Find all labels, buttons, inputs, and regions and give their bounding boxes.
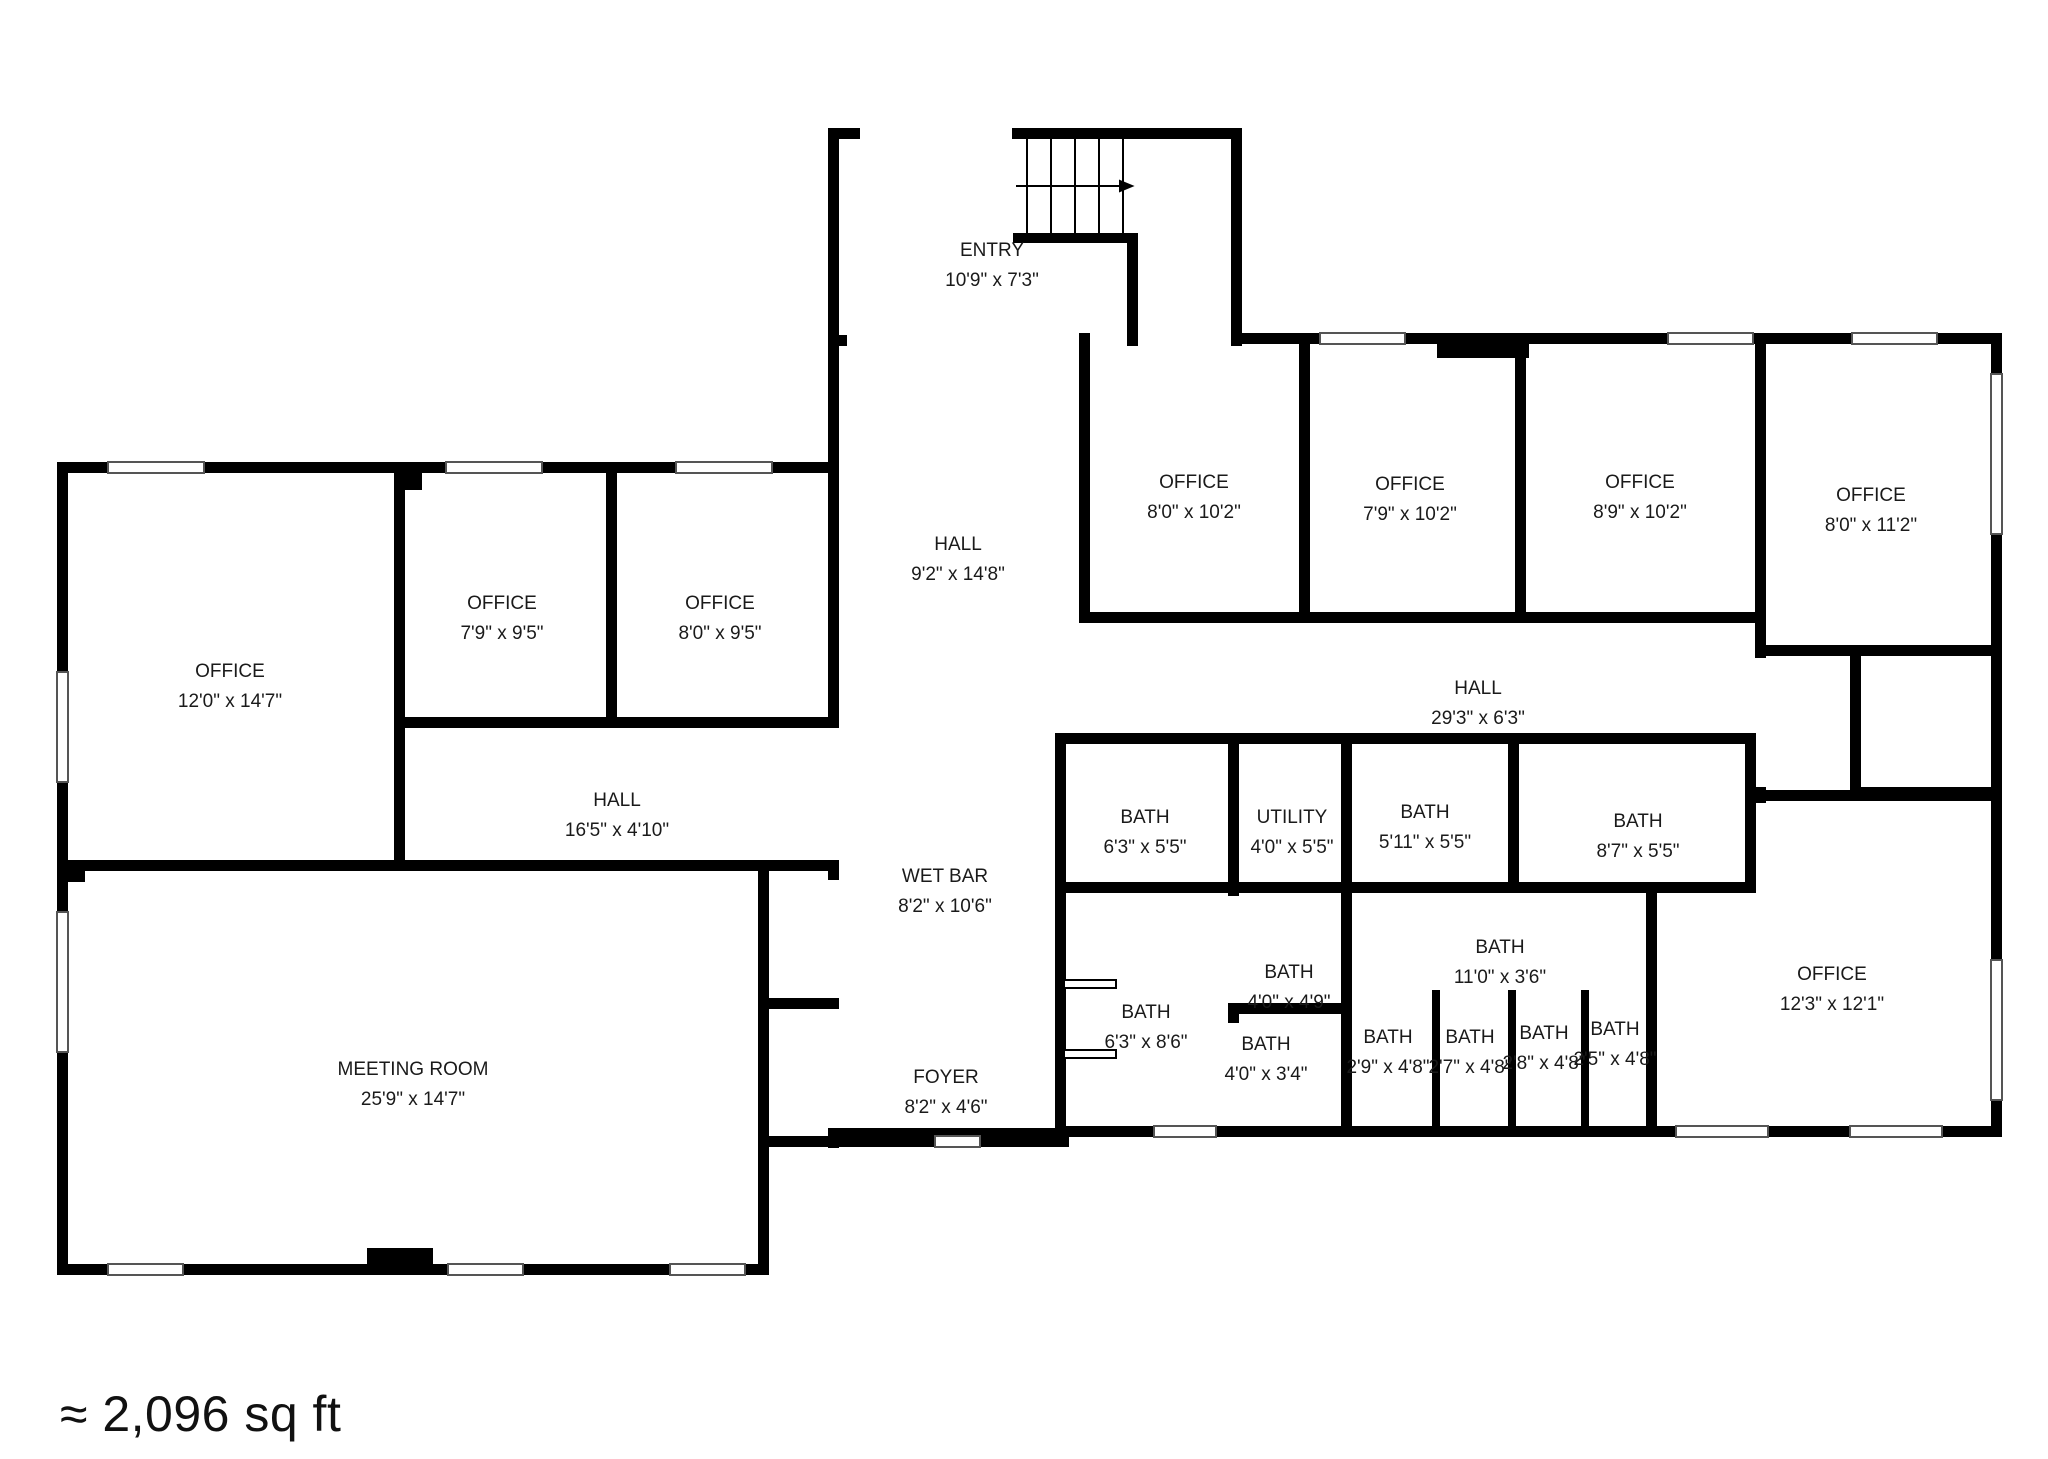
room-name: MEETING ROOM <box>338 1059 489 1080</box>
room-dims: 25'9" x 14'7" <box>361 1089 465 1110</box>
room-dims: 11'0" x 3'6" <box>1454 967 1546 988</box>
room-name: BATH <box>1400 802 1449 823</box>
room-name: BATH <box>1121 1002 1170 1023</box>
room-dims: 8'0" x 9'5" <box>678 623 761 644</box>
room-name: BATH <box>1519 1023 1568 1044</box>
room-dims: 8'0" x 10'2" <box>1147 502 1241 523</box>
room-name: HALL <box>1454 678 1502 699</box>
room-labels: ENTRY 10'9" x 7'3" HALL 9'2" x 14'8" OFF… <box>178 240 1917 1118</box>
room-dims: 4'0" x 5'5" <box>1250 837 1333 858</box>
room-name: BATH <box>1445 1027 1494 1048</box>
room-dims: 8'2" x 10'6" <box>898 896 992 917</box>
room-name: OFFICE <box>1836 485 1906 506</box>
room-dims: 10'9" x 7'3" <box>945 270 1039 291</box>
room-name: BATH <box>1241 1034 1290 1055</box>
room-name: HALL <box>934 534 982 555</box>
total-area-label: ≈ 2,096 sq ft <box>60 1386 342 1442</box>
room-name: UTILITY <box>1257 807 1328 828</box>
room-dims: 6'3" x 8'6" <box>1104 1032 1187 1053</box>
room-name: OFFICE <box>467 593 537 614</box>
windows <box>56 332 2003 1276</box>
room-name: OFFICE <box>1375 474 1445 495</box>
room-dims: 8'7" x 5'5" <box>1596 841 1679 862</box>
room-dims: 12'3" x 12'1" <box>1780 994 1884 1015</box>
room-dims: 8'9" x 10'2" <box>1593 502 1687 523</box>
room-name: HALL <box>593 790 641 811</box>
room-name: OFFICE <box>1797 964 1867 985</box>
stairs <box>1016 139 1135 233</box>
room-name: OFFICE <box>685 593 755 614</box>
room-dims: 8'0" x 11'2" <box>1825 515 1917 536</box>
room-name: BATH <box>1264 962 1313 983</box>
room-dims: 2'5" x 4'8" <box>1573 1049 1656 1070</box>
room-dims: 4'0" x 4'9" <box>1247 992 1330 1013</box>
room-dims: 7'9" x 10'2" <box>1363 504 1457 525</box>
room-dims: 8'2" x 4'6" <box>904 1097 987 1118</box>
room-dims: 12'0" x 14'7" <box>178 691 282 712</box>
room-dims: 2'7" x 4'8" <box>1428 1057 1511 1078</box>
room-dims: 7'9" x 9'5" <box>460 623 543 644</box>
room-name: BATH <box>1363 1027 1412 1048</box>
room-name: OFFICE <box>1159 472 1229 493</box>
walls <box>57 128 2002 1275</box>
room-dims: 9'2" x 14'8" <box>911 564 1005 585</box>
room-name: FOYER <box>913 1067 978 1088</box>
room-name: OFFICE <box>1605 472 1675 493</box>
room-dims: 16'5" x 4'10" <box>565 820 669 841</box>
room-dims: 2'8" x 4'8" <box>1502 1053 1585 1074</box>
room-name: OFFICE <box>195 661 265 682</box>
room-name: BATH <box>1120 807 1169 828</box>
room-dims: 6'3" x 5'5" <box>1103 837 1186 858</box>
room-name: ENTRY <box>960 240 1024 261</box>
room-dims: 2'9" x 4'8" <box>1346 1057 1429 1078</box>
room-name: BATH <box>1475 937 1524 958</box>
room-name: BATH <box>1613 811 1662 832</box>
room-dims: 29'3" x 6'3" <box>1431 708 1525 729</box>
room-dims: 5'11" x 5'5" <box>1379 832 1471 853</box>
room-name: WET BAR <box>902 866 988 887</box>
room-dims: 4'0" x 3'4" <box>1224 1064 1307 1085</box>
room-name: BATH <box>1590 1019 1639 1040</box>
